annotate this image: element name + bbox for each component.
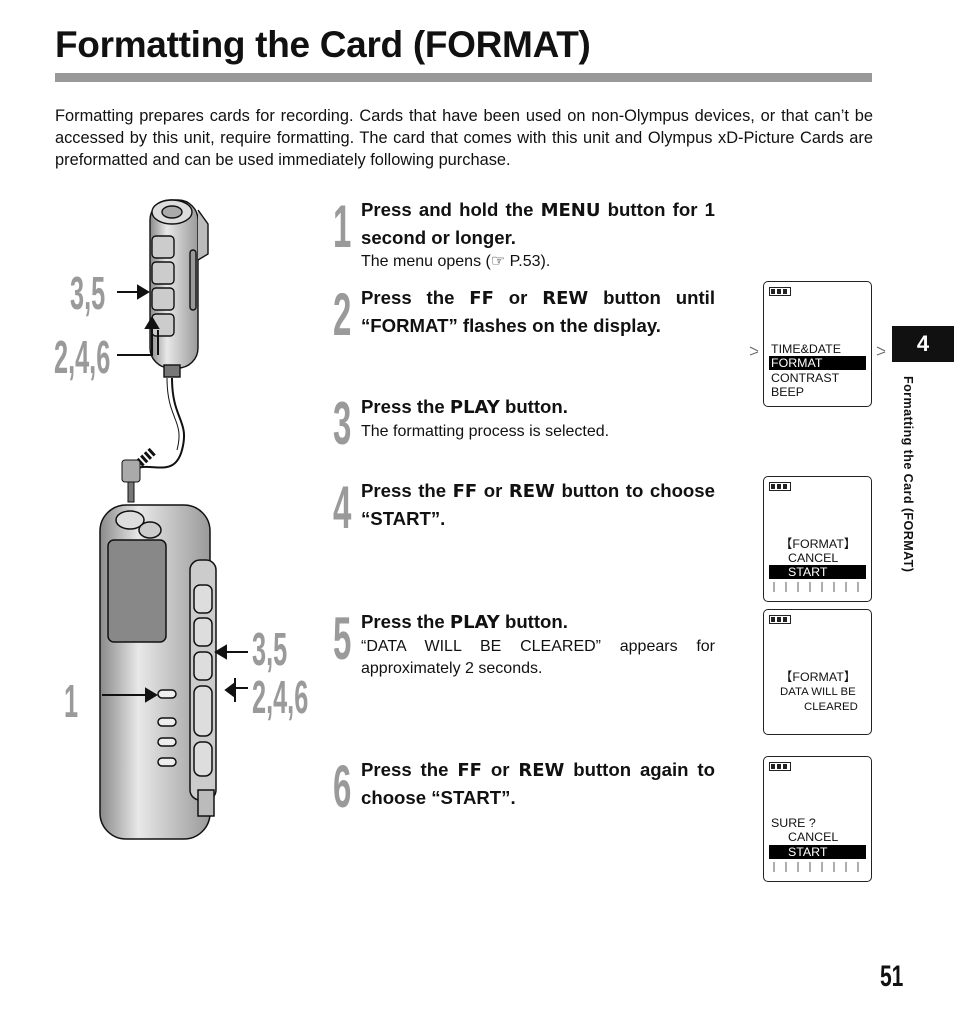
battery-icon xyxy=(769,287,791,296)
callout-top-3-5: 3,5 xyxy=(70,267,106,319)
rew-key: REW xyxy=(508,481,555,502)
step-note: “DATA WILL BE CLEARED” appears for appro… xyxy=(361,638,715,677)
step-number: 5 xyxy=(333,605,352,672)
flash-marks xyxy=(749,346,886,356)
step-text: button until “FORMAT” flashes on the dis… xyxy=(361,287,715,336)
rew-key: REW xyxy=(518,760,565,781)
step-text: Press the xyxy=(361,759,458,780)
message-line-1: DATA WILL BE xyxy=(780,686,856,698)
step-number: 1 xyxy=(333,193,352,260)
step-number: 2 xyxy=(333,281,352,348)
menu-key: MENU xyxy=(540,200,601,221)
lcd-display-format-select: 【FORMAT】 CANCEL START xyxy=(763,476,872,602)
lcd-display-data-cleared: 【FORMAT】 DATA WILL BE CLEARED xyxy=(763,609,872,735)
step-text: Press and hold the xyxy=(361,199,541,220)
message-line-2: CLEARED xyxy=(804,701,858,713)
step-note: The menu opens (☞ P.53). xyxy=(361,253,551,270)
format-heading: 【FORMAT】 xyxy=(780,537,857,551)
ff-key: FF xyxy=(452,481,478,502)
menu-item-beep: BEEP xyxy=(771,385,805,399)
play-key: PLAY xyxy=(449,612,500,633)
callout-mid-3-5: 3,5 xyxy=(252,623,288,675)
step-text: or xyxy=(493,287,543,308)
step-text: button again to choose “START”. xyxy=(361,759,715,808)
side-running-title: Formatting the Card (FORMAT) xyxy=(898,376,918,636)
battery-icon xyxy=(769,482,791,491)
chapter-tab: 4 xyxy=(892,326,954,362)
voice-recorder-illustration xyxy=(99,199,248,840)
flash-marks xyxy=(773,862,859,872)
option-start: START xyxy=(769,565,866,579)
ff-key: FF xyxy=(469,288,494,309)
step-text: button. xyxy=(499,396,568,417)
step-text: or xyxy=(477,480,509,501)
option-cancel: CANCEL xyxy=(788,551,839,565)
play-key: PLAY xyxy=(449,397,500,418)
recorder-body xyxy=(99,504,217,840)
sure-prompt: SURE ? xyxy=(771,816,816,830)
step-text: button for 1 second or longer. xyxy=(361,199,715,248)
ff-key: FF xyxy=(457,760,482,781)
remote-control xyxy=(149,199,209,378)
menu-item-contrast: CONTRAST xyxy=(771,371,840,385)
flash-marks xyxy=(773,582,859,592)
option-cancel: CANCEL xyxy=(788,830,839,844)
step-text: Press the xyxy=(361,611,450,632)
step-number: 6 xyxy=(333,753,352,820)
page-title: Formatting the Card (FORMAT) xyxy=(55,24,591,65)
callout-mid-2-4-6: 2,4,6 xyxy=(252,671,309,723)
step-number: 4 xyxy=(333,474,352,541)
menu-item-time-date: TIME&DATE xyxy=(771,342,841,356)
callout-top-2-4-6: 2,4,6 xyxy=(54,331,111,383)
page-number: 51 xyxy=(880,960,904,993)
title-rule xyxy=(55,73,872,82)
step-number: 3 xyxy=(333,390,352,457)
callout-arrows xyxy=(102,284,248,703)
step-text: Press the xyxy=(361,396,450,417)
battery-icon xyxy=(769,762,791,771)
lcd-display-menu: TIME&DATE FORMAT CONTRAST BEEP xyxy=(749,281,886,407)
lcd-display-sure: SURE ? CANCEL START xyxy=(763,756,872,882)
step-note: The formatting process is selected. xyxy=(361,423,610,440)
rew-key: REW xyxy=(542,288,589,309)
step-text: Press the xyxy=(361,287,470,308)
side-running-title-text: Formatting the Card (FORMAT) xyxy=(901,376,915,573)
step-text: button. xyxy=(499,611,568,632)
intro-paragraph: Formatting prepares cards for recording.… xyxy=(55,107,873,169)
step-text: or xyxy=(481,759,519,780)
step-text: Press the xyxy=(361,480,453,501)
battery-icon xyxy=(769,615,791,624)
option-start: START xyxy=(769,845,866,859)
step-text: button to choose “START”. xyxy=(361,480,715,529)
menu-item-format: FORMAT xyxy=(769,356,866,370)
format-heading: 【FORMAT】 xyxy=(780,670,857,684)
callout-1: 1 xyxy=(64,675,79,727)
